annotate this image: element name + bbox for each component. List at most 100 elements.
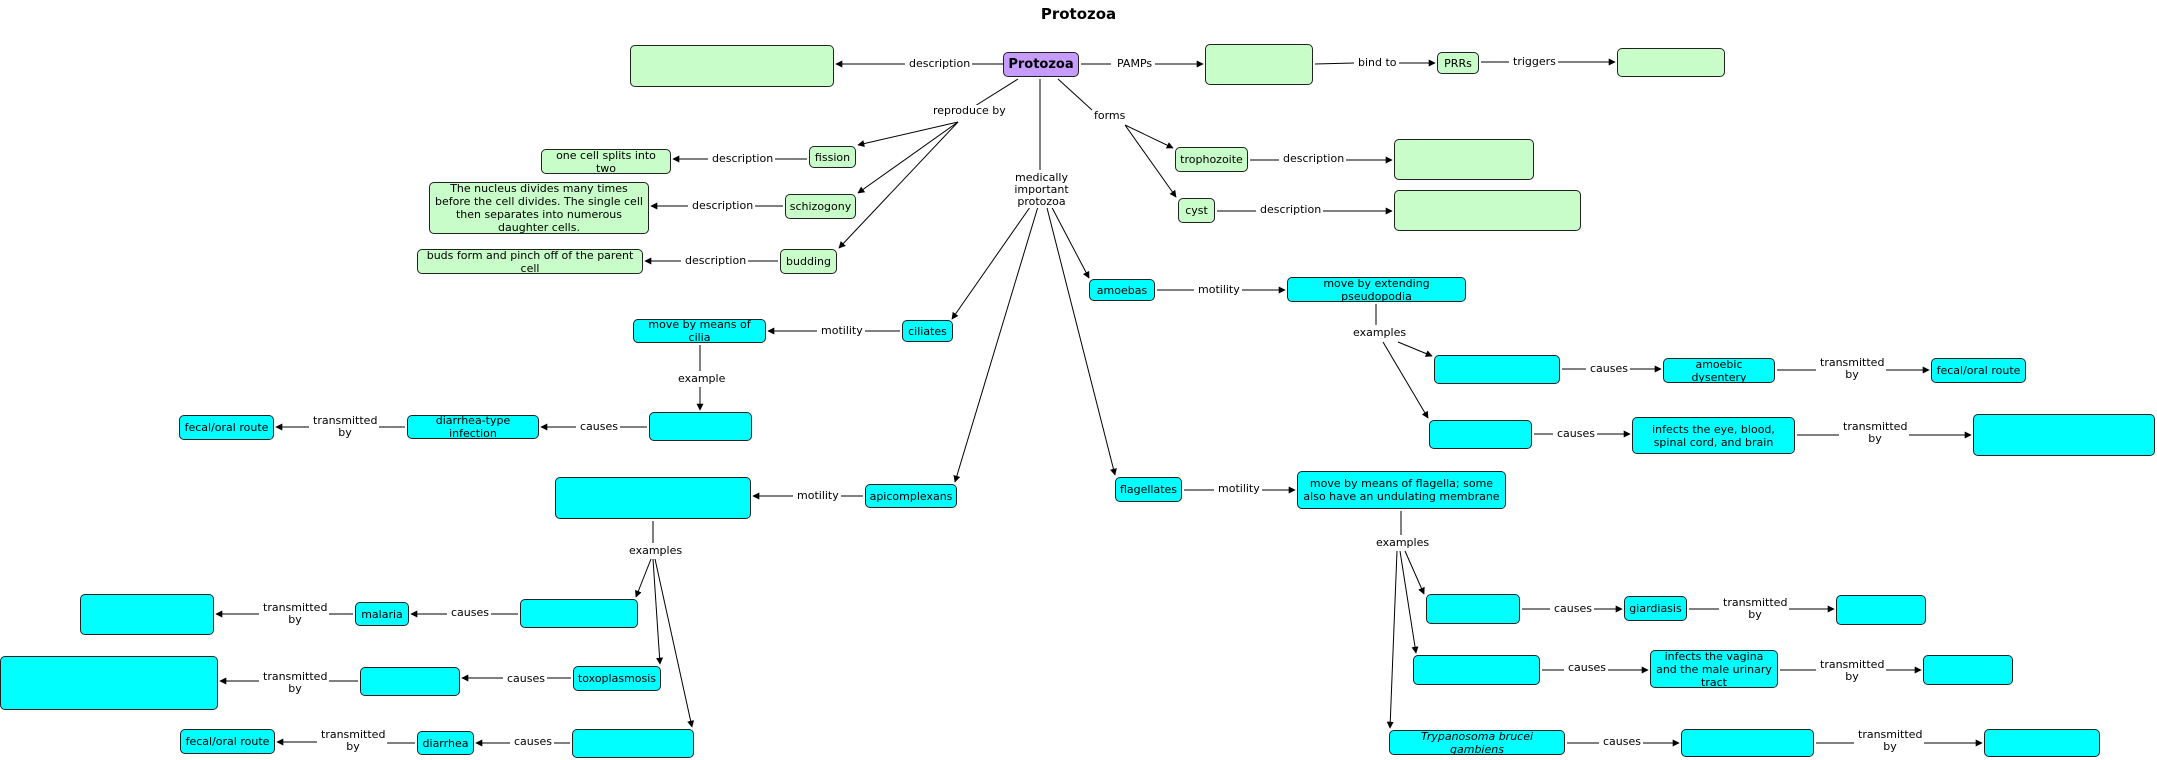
- label-examples-apicomplexans: examples: [627, 544, 685, 557]
- label-causes-vagina: causes: [1566, 661, 1608, 674]
- node-schizogony-description[interactable]: The nucleus divides many times before th…: [429, 182, 649, 234]
- node-api-example-2[interactable]: [360, 667, 460, 696]
- node-infects-eye-transmission[interactable]: [1973, 414, 2155, 456]
- node-diarrhea-type-infection[interactable]: diarrhea-type infection: [407, 415, 539, 439]
- node-budding[interactable]: budding: [780, 249, 837, 274]
- connector-line-74: [1386, 550, 1398, 729]
- label-description-fission: description: [710, 152, 776, 165]
- node-malaria[interactable]: malaria: [355, 602, 409, 626]
- connector-line-56: [654, 558, 695, 728]
- label-examples-amoebas: examples: [1351, 326, 1409, 339]
- node-toxoplasmosis-transmission[interactable]: [0, 656, 218, 710]
- node-cilia-fecal-oral[interactable]: fecal/oral route: [179, 415, 274, 440]
- node-infects-vagina[interactable]: infects the vagina and the male urinary …: [1650, 650, 1778, 688]
- node-amoebas[interactable]: amoebas: [1089, 279, 1155, 301]
- label-transmitted-ciliates: transmitted by: [311, 414, 379, 439]
- node-trophozoite[interactable]: trophozoite: [1175, 147, 1248, 172]
- node-schizogony[interactable]: schizogony: [785, 194, 856, 219]
- node-api-example-1[interactable]: [520, 599, 638, 628]
- label-causes-malaria: causes: [449, 606, 491, 619]
- node-amoeba-example-1[interactable]: [1434, 355, 1560, 384]
- label-description-schizogony: description: [690, 199, 756, 212]
- node-trypanosoma-causes[interactable]: [1681, 729, 1814, 757]
- label-description-trophozoite: description: [1281, 152, 1347, 165]
- label-transmitted-amoeba-2: transmitted by: [1841, 420, 1909, 445]
- node-amoeba-fecal-oral[interactable]: fecal/oral route: [1931, 358, 2026, 383]
- label-motility-apicomplexans: motility: [795, 489, 841, 502]
- node-cilia-example[interactable]: [649, 412, 752, 441]
- connector-line-10: [857, 121, 959, 194]
- label-transmitted-toxoplasmosis: transmitted by: [261, 670, 329, 695]
- label-triggers: triggers: [1511, 55, 1558, 68]
- label-transmitted-amoeba-1: transmitted by: [1818, 356, 1886, 381]
- node-amoeba-example-2[interactable]: [1429, 420, 1532, 449]
- label-medically-important: medically important protozoa: [988, 172, 1095, 208]
- node-flagella-motility[interactable]: move by means of flagella; some also hav…: [1297, 471, 1506, 509]
- node-trypanosoma[interactable]: Trypanosoma brucei gambiens: [1389, 730, 1565, 755]
- node-pamps[interactable]: [1205, 44, 1313, 85]
- connector-line-8: [974, 78, 1019, 107]
- node-protozoa[interactable]: Protozoa: [1003, 52, 1079, 77]
- node-infects-eye[interactable]: infects the eye, blood, spinal cord, and…: [1632, 417, 1795, 454]
- label-description-budding: description: [683, 254, 749, 267]
- label-transmitted-malaria: transmitted by: [261, 601, 329, 626]
- label-examples-flagellates: examples: [1374, 536, 1432, 549]
- node-giardiasis-transmission[interactable]: [1836, 595, 1926, 625]
- node-fission-description[interactable]: one cell splits into two: [541, 149, 671, 174]
- node-cyst[interactable]: cyst: [1178, 198, 1215, 223]
- node-fission[interactable]: fission: [809, 146, 856, 168]
- label-bind-to: bind to: [1356, 56, 1399, 69]
- node-diarrhea-fecal-oral[interactable]: fecal/oral route: [180, 729, 275, 754]
- page-title: Protozoa: [1040, 5, 1117, 23]
- node-amoeba-motility[interactable]: move by extending pseudopodia: [1287, 277, 1466, 302]
- connector-line-9: [857, 121, 959, 147]
- node-triggers-result[interactable]: [1617, 48, 1725, 77]
- connector-line-33: [1397, 341, 1433, 357]
- connector-line-73: [1399, 550, 1419, 654]
- node-api-motility[interactable]: [555, 477, 751, 519]
- node-giardiasis[interactable]: giardiasis: [1624, 596, 1687, 621]
- label-motility-flagellates: motility: [1216, 482, 1262, 495]
- node-cyst-description[interactable]: [1394, 190, 1581, 231]
- node-amoebic-dysentery[interactable]: amoebic dysentery: [1663, 358, 1775, 383]
- label-forms: forms: [1092, 109, 1128, 122]
- node-diarrhea[interactable]: diarrhea: [417, 731, 474, 755]
- node-ciliates[interactable]: ciliates: [902, 320, 953, 342]
- label-transmitted-diarrhea: transmitted by: [319, 728, 387, 753]
- label-causes-trypanosoma: causes: [1601, 735, 1643, 748]
- label-description-root: description: [907, 57, 973, 70]
- node-malaria-transmission[interactable]: [80, 594, 214, 635]
- connector-line-18: [1057, 78, 1093, 111]
- label-pamps: PAMPs: [1115, 57, 1155, 70]
- node-trypanosoma-transmission[interactable]: [1984, 729, 2100, 757]
- node-toxoplasmosis[interactable]: toxoplasmosis: [573, 666, 661, 691]
- label-causes-toxoplasmosis: causes: [505, 672, 547, 685]
- node-protozoa-description[interactable]: [630, 45, 834, 87]
- connector-line-11: [838, 121, 959, 249]
- node-apicomplexans[interactable]: apicomplexans: [865, 484, 957, 508]
- node-api-example-3[interactable]: [572, 729, 694, 758]
- node-flagellates[interactable]: flagellates: [1115, 477, 1182, 502]
- label-motility-ciliates: motility: [819, 324, 865, 337]
- label-transmitted-trypanosoma: transmitted by: [1856, 728, 1924, 753]
- node-flagellate-example-2[interactable]: [1413, 655, 1540, 685]
- label-causes-amoeba-1: causes: [1588, 362, 1630, 375]
- label-causes-diarrhea: causes: [512, 735, 554, 748]
- node-trophozoite-description[interactable]: [1394, 139, 1534, 180]
- connector-line-54: [635, 558, 652, 598]
- node-budding-description[interactable]: buds form and pinch off of the parent ce…: [417, 249, 643, 274]
- node-vagina-transmission[interactable]: [1923, 655, 2013, 685]
- node-prrs[interactable]: PRRs: [1437, 52, 1479, 74]
- label-transmitted-giardiasis: transmitted by: [1721, 596, 1789, 621]
- label-transmitted-vagina: transmitted by: [1818, 658, 1886, 683]
- connector-line-28: [1044, 199, 1117, 476]
- connector-line-20: [1124, 124, 1177, 198]
- connector-line-19: [1124, 124, 1174, 149]
- connector-line-55: [652, 558, 664, 665]
- label-description-cyst: description: [1258, 203, 1324, 216]
- label-causes-amoeba-2: causes: [1555, 427, 1597, 440]
- connector-line-29: [1047, 199, 1090, 279]
- node-flagellate-example-1[interactable]: [1426, 594, 1520, 624]
- connector-line-27: [953, 199, 1041, 483]
- node-cilia-motility[interactable]: move by means of cilia: [633, 319, 766, 343]
